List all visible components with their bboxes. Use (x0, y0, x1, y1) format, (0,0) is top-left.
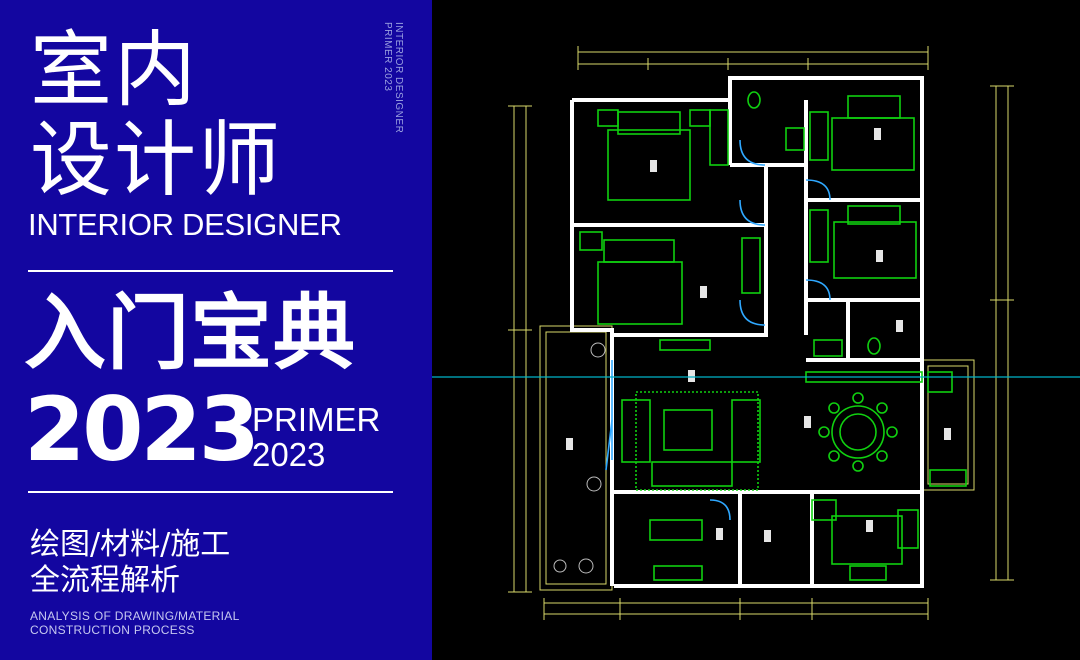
title-line-2: 设计师 (30, 113, 283, 208)
banner-panel: 室内 设计师 INTERIOR DESIGNER INTERIOR DESIGN… (0, 0, 432, 660)
primer-word: PRIMER (252, 401, 381, 438)
vertical-caption-line-1: INTERIOR DESIGNER (393, 22, 404, 134)
doors (605, 139, 831, 521)
floor-plan-drawing (432, 0, 1080, 660)
topics-line-1: 绘图/材料/施工 (30, 527, 231, 562)
topics-line-2: 全流程解析 (30, 563, 180, 598)
plant-symbols (553, 342, 606, 574)
primer-year: 2023 (252, 436, 326, 473)
topics-english-line-2: CONSTRUCTION PROCESS (30, 623, 195, 637)
walls (570, 76, 924, 588)
divider-top (28, 270, 393, 272)
title-english: INTERIOR DESIGNER (28, 207, 342, 242)
vertical-caption-line-2: PRIMER 2023 (382, 22, 393, 92)
room-labels (566, 128, 951, 542)
headline: 入门宝典 (24, 286, 357, 381)
headline-year: 2023 (24, 378, 260, 481)
vertical-caption: INTERIOR DESIGNER PRIMER 2023 (382, 22, 408, 142)
furniture (579, 91, 967, 581)
divider-bottom (28, 491, 393, 493)
title-line-1: 室内 (30, 23, 199, 118)
topics-english-line-1: ANALYSIS OF DRAWING/MATERIAL (30, 609, 240, 623)
